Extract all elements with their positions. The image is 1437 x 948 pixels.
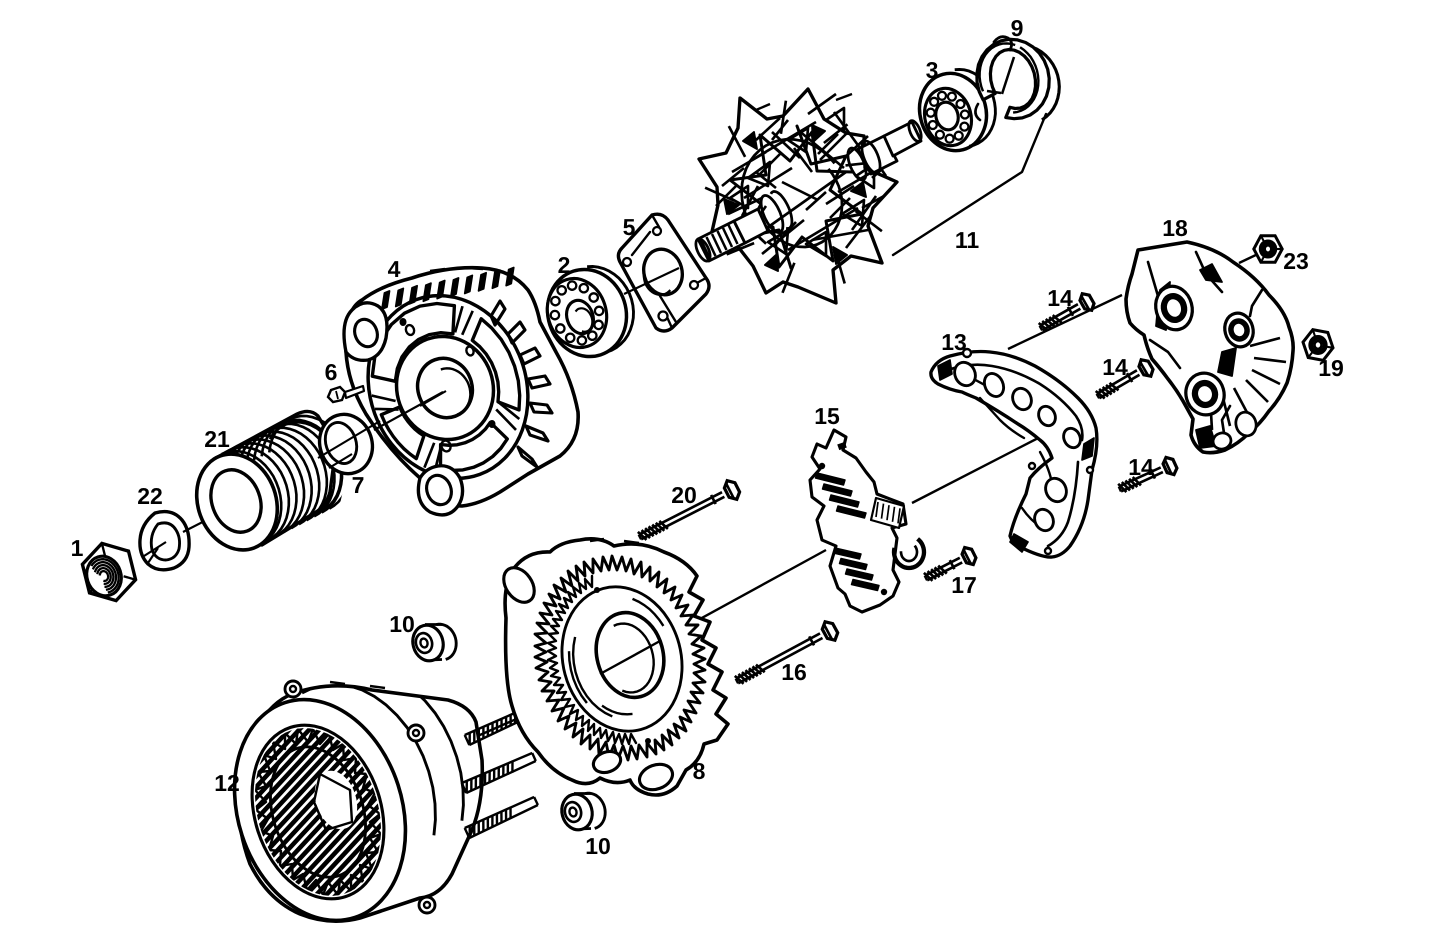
svg-text:18: 18: [1162, 215, 1188, 241]
svg-text:10: 10: [585, 833, 611, 859]
svg-text:2: 2: [558, 252, 571, 278]
svg-text:9: 9: [1011, 15, 1024, 41]
svg-text:16: 16: [781, 659, 807, 685]
svg-text:14: 14: [1047, 285, 1073, 311]
svg-text:12: 12: [214, 770, 240, 796]
svg-text:14: 14: [1128, 454, 1154, 480]
svg-text:4: 4: [388, 256, 401, 282]
svg-text:20: 20: [671, 482, 697, 508]
svg-text:15: 15: [814, 403, 840, 429]
svg-text:11: 11: [955, 227, 980, 253]
svg-text:14: 14: [1102, 354, 1128, 380]
svg-text:21: 21: [204, 426, 230, 452]
svg-text:17: 17: [951, 572, 977, 598]
svg-text:10: 10: [389, 611, 415, 637]
svg-text:5: 5: [623, 214, 636, 240]
svg-text:13: 13: [941, 329, 967, 355]
svg-text:23: 23: [1283, 248, 1309, 274]
svg-text:19: 19: [1318, 355, 1344, 381]
svg-text:8: 8: [693, 758, 706, 784]
svg-text:6: 6: [325, 359, 338, 385]
svg-text:1: 1: [71, 535, 84, 561]
svg-text:7: 7: [352, 472, 365, 498]
svg-text:3: 3: [926, 57, 939, 83]
svg-text:22: 22: [137, 483, 163, 509]
